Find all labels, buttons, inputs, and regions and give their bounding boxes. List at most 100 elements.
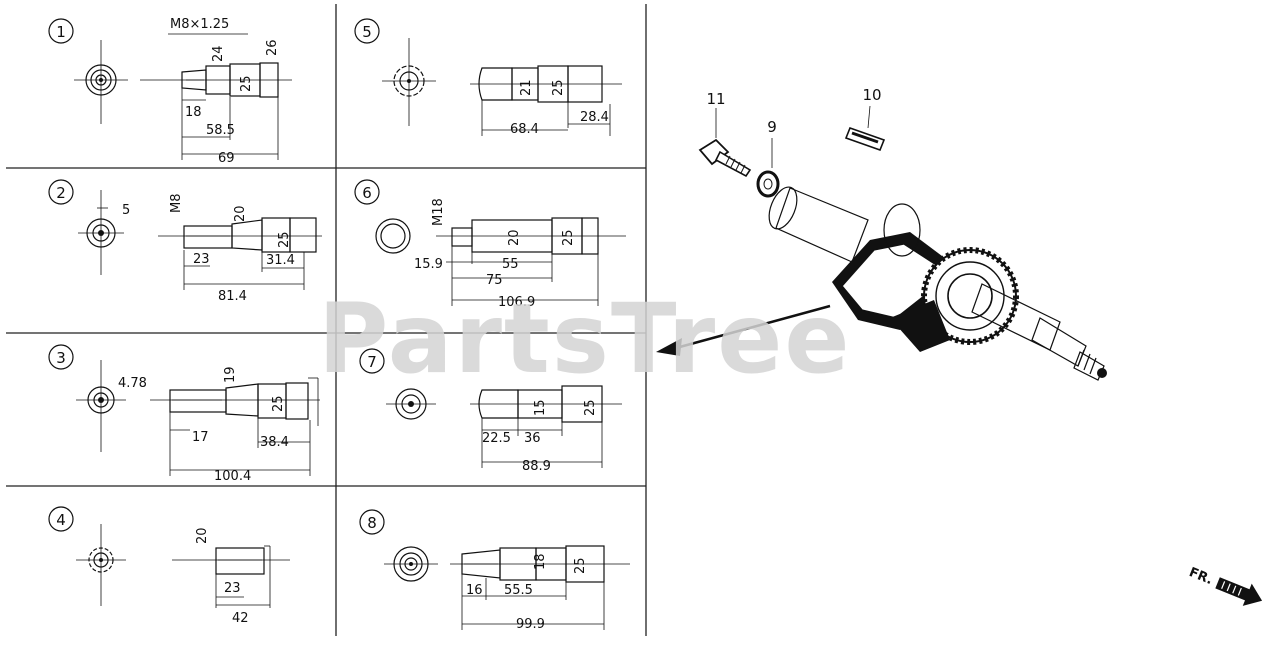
- diameter-dim: 25: [573, 557, 588, 574]
- diameter-dim: 25: [551, 79, 566, 96]
- panel-2[interactable]: 2 5 M8 20 25 23 31.4 81.4: [48, 179, 322, 304]
- length-dim: 36: [524, 431, 541, 446]
- bolt-part[interactable]: 11: [698, 90, 752, 178]
- length-dim: 69: [218, 151, 235, 166]
- diameter-dim: 25: [583, 399, 598, 416]
- shaft-side-view: [470, 65, 622, 136]
- front-direction-indicator: FR.: [1187, 565, 1263, 606]
- shaft-end-view: [78, 190, 124, 275]
- panel-5[interactable]: 5 21 25 68.4 28.4: [354, 18, 622, 137]
- shaft-end-view: [382, 38, 436, 126]
- shaft-end-view: [76, 524, 126, 606]
- shaft-side-view: [150, 377, 320, 476]
- length-dim: 16: [466, 583, 483, 598]
- panel-8[interactable]: 8 18 25 16 55.5 99.9: [359, 509, 630, 632]
- length-dim: 38.4: [260, 435, 289, 450]
- length-dim: 42: [232, 611, 249, 626]
- shaft-end-view: [375, 218, 411, 254]
- part-callout: 11: [706, 90, 725, 108]
- shaft-end-view: [384, 546, 438, 582]
- diameter-dim: 24: [211, 45, 226, 62]
- shaft-side-view: [172, 545, 290, 608]
- thread-dim: M8×1.25: [170, 17, 229, 32]
- panel-number-circle: [354, 18, 380, 44]
- shaft-side-view: [450, 545, 630, 630]
- shaft-side-view: [470, 385, 622, 468]
- length-dim: 23: [224, 581, 241, 596]
- panel-number-circle: [359, 348, 385, 374]
- part-callout: 10: [862, 86, 881, 104]
- panel-3[interactable]: 3 4.78 19 25 17 38.4 100.4: [48, 344, 320, 484]
- diameter-dim: 15: [533, 399, 548, 416]
- washer-part[interactable]: 9: [756, 118, 780, 198]
- length-dim: 15.9: [414, 257, 443, 272]
- length-dim: 55: [502, 257, 519, 272]
- length-dim: 88.9: [522, 459, 551, 474]
- front-label: FR.: [1187, 565, 1215, 588]
- panel-number: 4: [56, 511, 66, 529]
- shaft-end-view: [74, 40, 128, 124]
- panel-4[interactable]: 4 20 23 42: [48, 506, 290, 626]
- panel-6[interactable]: 6 M18 20 25 15.9 55 75 106.9: [354, 179, 626, 310]
- panel-number: 7: [367, 353, 377, 371]
- panel-number-circle: [359, 509, 385, 535]
- panel-1[interactable]: 1 M8×1.25 24 26 25 18 58.5 69: [48, 17, 292, 166]
- length-dim: 18: [185, 105, 202, 120]
- leader-arrow: [656, 304, 831, 356]
- length-dim: 17: [192, 430, 209, 445]
- panel-number: 6: [362, 184, 372, 202]
- diameter-dim: 20: [507, 229, 522, 246]
- diameter-dim: 25: [271, 395, 286, 412]
- diameter-dim: 26: [265, 39, 280, 56]
- watermark: PartsTree: [318, 283, 851, 395]
- diameter-dim: 25: [277, 231, 292, 248]
- shaft-end-view: [386, 388, 436, 420]
- length-dim: 68.4: [510, 122, 539, 137]
- length-dim: 55.5: [504, 583, 533, 598]
- thread-dim: M18: [431, 198, 446, 226]
- diameter-dim: 20: [195, 527, 210, 544]
- diameter-dim: 21: [519, 79, 534, 96]
- length-dim: 22.5: [482, 431, 511, 446]
- length-dim: 23: [193, 252, 210, 267]
- length-dim: 106.9: [498, 295, 535, 310]
- diameter-dim: 20: [233, 205, 248, 222]
- panel-grid: [6, 4, 647, 636]
- panel-number-circle: [48, 18, 74, 44]
- key-part[interactable]: 10: [844, 86, 886, 152]
- length-dim: 58.5: [206, 123, 235, 138]
- timing-gear: [921, 247, 1019, 345]
- panel-number: 2: [56, 184, 66, 202]
- length-dim: 81.4: [218, 289, 247, 304]
- crankshaft-assembly[interactable]: [764, 183, 1107, 381]
- front-arrow-icon: [1215, 577, 1263, 606]
- panel-number: 3: [56, 349, 66, 367]
- panel-number-circle: [48, 179, 74, 205]
- diameter-dim: 25: [239, 75, 254, 92]
- panel-number-circle: [48, 344, 74, 370]
- diameter-dim: 25: [561, 229, 576, 246]
- length-dim: 28.4: [580, 110, 609, 125]
- shaft-side-view: [436, 217, 626, 306]
- keyway-dim: 5: [122, 203, 130, 218]
- part-callout: 9: [767, 118, 777, 136]
- length-dim: 100.4: [214, 469, 251, 484]
- panel-number-circle: [354, 179, 380, 205]
- diameter-dim: 18: [533, 553, 548, 570]
- diameter-dim: 19: [223, 366, 238, 383]
- thread-dim: M8: [169, 194, 184, 214]
- shaft-side-view: [140, 33, 292, 160]
- panel-number: 5: [362, 23, 372, 41]
- panel-number: 8: [367, 514, 377, 532]
- length-dim: 75: [486, 273, 503, 288]
- panel-number: 1: [56, 23, 66, 41]
- length-dim: 31.4: [266, 253, 295, 268]
- length-dim: 99.9: [516, 617, 545, 632]
- shaft-side-view: [158, 217, 322, 290]
- panel-7[interactable]: 7 15 25 22.5 36 88.9: [359, 348, 622, 474]
- keyway-dim: 4.78: [118, 376, 147, 391]
- shaft-end-view: [76, 360, 126, 452]
- panel-number-circle: [48, 506, 74, 532]
